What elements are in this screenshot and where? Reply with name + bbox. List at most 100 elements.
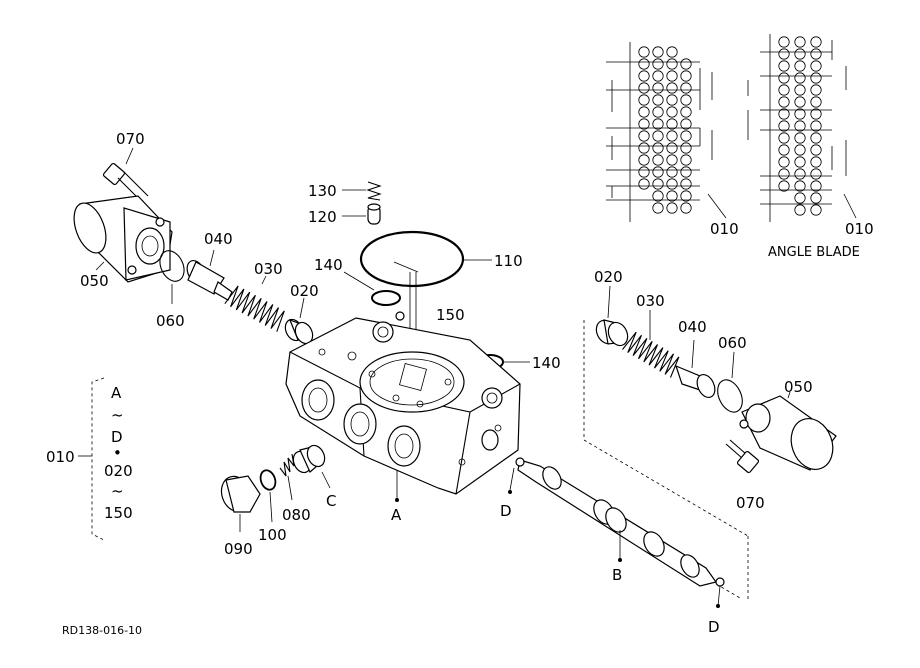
grid-cell-circle — [652, 178, 664, 190]
grid-cell-circle — [778, 132, 790, 144]
drawing-code: RD138-016-10 — [62, 624, 142, 637]
grid-cell-circle — [680, 190, 692, 202]
grid-cell-circle — [778, 180, 790, 192]
grid-cell-circle — [810, 144, 822, 156]
range-from-2: 020 — [104, 462, 133, 480]
part-040-poppet-left — [186, 260, 233, 301]
grid-cell-circle — [794, 60, 806, 72]
grid-cell-circle — [810, 180, 822, 192]
range-tilde-1: ~ — [111, 406, 124, 424]
grid-cell-circle — [652, 130, 664, 142]
callout-130: 130 — [308, 182, 337, 200]
range-bracket — [91, 377, 105, 541]
grid-cell-circle — [810, 192, 822, 204]
inset-grid-standard — [606, 42, 713, 222]
grid-cell-circle — [778, 108, 790, 120]
grid-cell-circle — [794, 192, 806, 204]
grid-cell-circle — [652, 202, 664, 214]
grid-cell-circle — [794, 48, 806, 60]
grid-cell-circle — [652, 118, 664, 130]
grid-cell-circle — [666, 118, 678, 130]
grid-cell-circle — [680, 82, 692, 94]
callout-D-bottom: D — [708, 618, 720, 636]
grid-cell-circle — [810, 60, 822, 72]
callout-020-left: 020 — [290, 282, 319, 300]
grid-cell-circle — [666, 70, 678, 82]
callout-010-inset-standard: 010 — [710, 220, 739, 238]
grid-cell-circle — [680, 142, 692, 154]
grid-cell-circle — [638, 82, 650, 94]
grid-cell-circle — [652, 58, 664, 70]
callout-100: 100 — [258, 526, 287, 544]
part-130-spring-small — [366, 181, 382, 201]
callout-090: 090 — [224, 540, 253, 558]
part-050-cap-right — [739, 395, 837, 471]
grid-cell-circle — [680, 118, 692, 130]
grid-cell-circle — [652, 190, 664, 202]
grid-cell-circle — [666, 58, 678, 70]
grid-cell-circle — [778, 96, 790, 108]
grid-cell-circle — [778, 156, 790, 168]
callout-D-mid: D — [500, 502, 512, 520]
grid-cell-circle — [638, 70, 650, 82]
range-tilde-2: ~ — [111, 482, 124, 500]
grid-cell-circle — [666, 106, 678, 118]
grid-cell-circle — [810, 48, 822, 60]
grid-cell-circle — [778, 168, 790, 180]
inset-caption-angle-blade: ANGLE BLADE — [768, 245, 860, 260]
part-100-oring — [259, 469, 277, 491]
grid-cell-circle — [794, 72, 806, 84]
grid-cell-circle — [778, 36, 790, 48]
grid-cell-circle — [638, 94, 650, 106]
grid-cell-circle — [652, 154, 664, 166]
callout-110: 110 — [494, 252, 523, 270]
grid-cell-circle — [666, 46, 678, 58]
callout-140-right: 140 — [532, 354, 561, 372]
grid-cell-circle — [810, 84, 822, 96]
part-110-oring-large — [359, 230, 465, 288]
grid-cell-circle — [666, 130, 678, 142]
grid-cell-circle — [666, 94, 678, 106]
grid-cell-circle — [810, 156, 822, 168]
callout-150: 150 — [436, 306, 465, 324]
grid-cell-circle — [652, 94, 664, 106]
callout-070-left: 070 — [116, 130, 145, 148]
grid-cell-circle — [778, 48, 790, 60]
grid-cell-circle — [794, 36, 806, 48]
grid-cell-circle — [778, 144, 790, 156]
grid-cell-circle — [666, 190, 678, 202]
part-040-poppet-right — [675, 364, 716, 398]
callout-040-left: 040 — [204, 230, 233, 248]
callout-140-top: 140 — [314, 256, 343, 274]
grid-cell-circle — [638, 106, 650, 118]
grid-cell-circle — [810, 204, 822, 216]
part-030-spring-right — [622, 331, 680, 378]
part-120-pin — [367, 203, 381, 225]
part-spool — [515, 457, 725, 587]
grid-cell-circle — [638, 46, 650, 58]
callout-080: 080 — [282, 506, 311, 524]
grid-cell-circle — [810, 120, 822, 132]
grid-cell-circle — [794, 144, 806, 156]
callout-030-right: 030 — [636, 292, 665, 310]
range-from: A — [111, 384, 122, 402]
grid-cell-circle — [810, 108, 822, 120]
callout-060-right: 060 — [718, 334, 747, 352]
grid-cell-circle — [638, 118, 650, 130]
callout-C: C — [326, 492, 336, 510]
grid-cell-circle — [638, 154, 650, 166]
callout-070-right: 070 — [736, 494, 765, 512]
grid-cell-circle — [638, 58, 650, 70]
range-to: D — [111, 428, 123, 446]
grid-cell-circle — [794, 156, 806, 168]
grid-cell-circle — [778, 120, 790, 132]
callout-B: B — [612, 566, 622, 584]
range-to-2: 150 — [104, 504, 133, 522]
grid-cell-circle — [794, 168, 806, 180]
part-070-bolt-left — [102, 162, 149, 203]
callout-050-left: 050 — [80, 272, 109, 290]
grid-cell-circle — [794, 132, 806, 144]
grid-cell-circle — [810, 96, 822, 108]
grid-cell-circle — [810, 168, 822, 180]
